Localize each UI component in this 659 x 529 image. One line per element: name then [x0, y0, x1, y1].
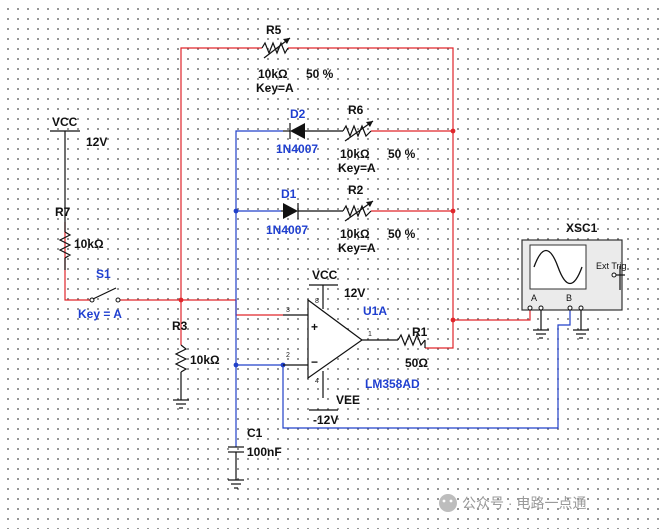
junction-dot: [450, 317, 456, 323]
xsc1-ext-trig: Ext Trig: [596, 261, 627, 271]
watermark-text: 公众号 · 电路一点通: [462, 495, 586, 511]
pin-plus: 3: [286, 307, 290, 314]
r5-percent: 50 %: [306, 67, 334, 81]
junction-dot: [178, 297, 184, 303]
channel-a-gnd-terminal[interactable]: [538, 305, 544, 311]
u1a-part: LM358AD: [365, 377, 420, 391]
xsc1-ch-a: A: [531, 293, 537, 303]
blue-wires: [235, 130, 571, 447]
s1-ref: S1: [96, 267, 111, 281]
r5-ref: R5: [266, 23, 282, 37]
r6-percent: 50 %: [388, 147, 416, 161]
opamp-vcc-label: VCC: [312, 268, 338, 282]
r1-ref: R1: [412, 325, 428, 339]
d2-ref: D2: [290, 107, 306, 121]
pin-bottom: 4: [315, 378, 319, 385]
r6-value: 10kΩ: [340, 147, 370, 161]
opamp-vcc-supply: VCC 12V: [309, 268, 365, 300]
r3-ref: R3: [172, 319, 188, 333]
r3-value: 10kΩ: [190, 353, 220, 367]
channel-b-terminal[interactable]: [567, 305, 573, 311]
r2-key: Key=A: [338, 241, 376, 255]
d1-ref: D1: [281, 187, 297, 201]
resistor-r1[interactable]: R1 50Ω: [397, 325, 428, 370]
xsc1-ref: XSC1: [566, 221, 598, 235]
s1-key: Key = A: [78, 307, 122, 321]
wechat-icon: [439, 494, 457, 512]
vcc-left-supply: VCC 12V: [50, 115, 107, 222]
d2-part: 1N4007: [276, 142, 318, 156]
ext-trig-terminal[interactable]: [611, 272, 617, 278]
capacitor-c1[interactable]: C1 100nF: [228, 426, 282, 489]
vcc-left-label: VCC: [52, 115, 78, 129]
r5-key: Key=A: [256, 81, 294, 95]
opamp-vcc-value: 12V: [344, 286, 365, 300]
r6-ref: R6: [348, 103, 364, 117]
red-wires: [64, 47, 531, 349]
opamp-minus-sign: −: [311, 355, 318, 369]
d1-part: 1N4007: [266, 223, 308, 237]
junction-dot: [233, 362, 239, 368]
vcc-left-value: 12V: [86, 135, 107, 149]
oscilloscope-xsc1[interactable]: XSC1 Ext Trig A B: [521, 221, 627, 339]
u1a-ref: U1A: [363, 304, 387, 318]
opamp-vee-label: VEE: [336, 393, 360, 407]
r1-value: 50Ω: [405, 356, 428, 370]
resistor-r3[interactable]: R3 10kΩ: [172, 319, 220, 409]
junction-dot: [450, 208, 456, 214]
c1-ref: C1: [247, 426, 263, 440]
potentiometer-r6[interactable]: R6 10kΩ 50 % Key=A: [338, 103, 416, 175]
pin-out: 1: [368, 331, 372, 338]
r2-ref: R2: [348, 183, 364, 197]
potentiometer-r2[interactable]: R2 10kΩ 50 % Key=A: [338, 183, 416, 255]
pin-top: 8: [315, 298, 319, 305]
resistor-r7[interactable]: R7 10kΩ: [55, 205, 104, 270]
opamp-vee-value: -12V: [313, 413, 338, 427]
pin-minus: 2: [286, 352, 290, 359]
diode-d2[interactable]: D2 1N4007: [276, 107, 343, 156]
watermark: 公众号 · 电路一点通: [439, 494, 586, 512]
potentiometer-r5[interactable]: R5 10kΩ 50 % Key=A: [256, 23, 334, 95]
junction-dot: [233, 208, 239, 214]
c1-value: 100nF: [247, 445, 282, 459]
r7-value: 10kΩ: [74, 237, 104, 251]
r2-percent: 50 %: [388, 227, 416, 241]
opamp-vee-supply: VEE -12V: [309, 393, 360, 427]
channel-b-gnd-terminal[interactable]: [578, 305, 584, 311]
switch-s1[interactable]: S1 Key = A: [78, 267, 122, 321]
opamp-plus-sign: +: [311, 320, 318, 334]
r2-value: 10kΩ: [340, 227, 370, 241]
r7-ref: R7: [55, 205, 71, 219]
junction-dot: [450, 128, 456, 134]
channel-a-terminal[interactable]: [527, 305, 533, 311]
r6-key: Key=A: [338, 161, 376, 175]
xsc1-ch-b: B: [566, 293, 572, 303]
r5-value: 10kΩ: [258, 67, 288, 81]
opamp-u1a[interactable]: + − 3 2 1 8 4 U1A LM358AD: [283, 285, 420, 398]
diode-d1[interactable]: D1 1N4007: [266, 187, 343, 237]
